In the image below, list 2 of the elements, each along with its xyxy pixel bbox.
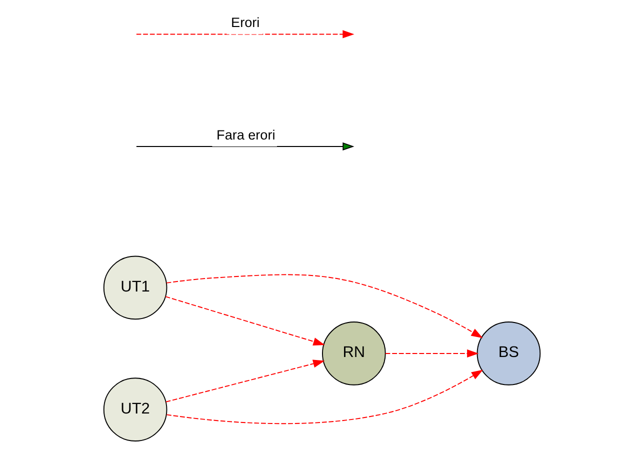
legend-label: Erori bbox=[231, 15, 260, 30]
legend-label: Fara erori bbox=[216, 127, 276, 142]
